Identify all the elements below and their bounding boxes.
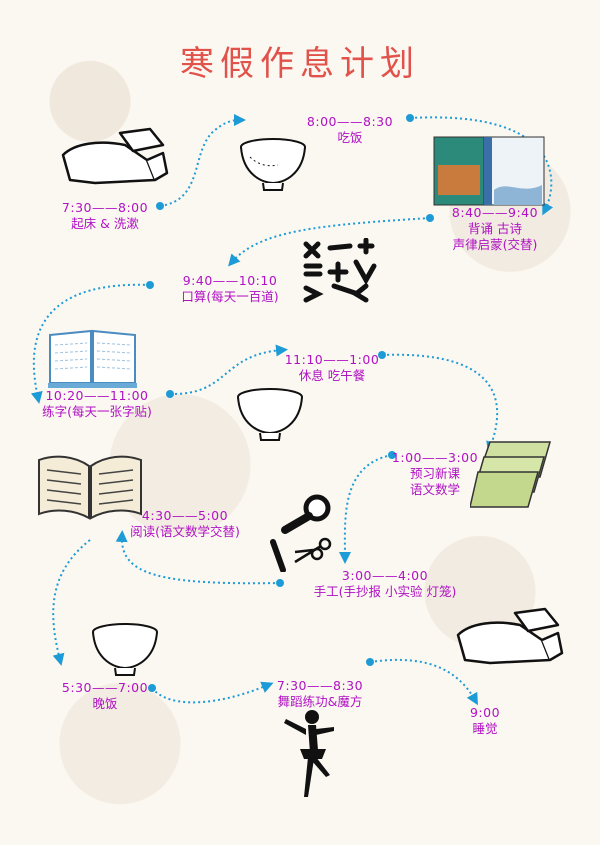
time-label: 5:30——7:00 bbox=[61, 680, 149, 695]
bowl-icon bbox=[237, 388, 303, 441]
activity-label: 口算(每天一百道) bbox=[181, 289, 279, 304]
activity-label: 手工(手抄报 小实验 灯笼) bbox=[313, 584, 457, 599]
activity-label: 背诵 古诗 bbox=[468, 221, 522, 236]
flow-segment bbox=[115, 530, 284, 587]
activity-label: 睡觉 bbox=[472, 721, 498, 736]
activity-label: 休息 吃午餐 bbox=[298, 368, 366, 383]
schedule-item: 8:40——9:40 背诵 古诗 声律启蒙(交替) bbox=[420, 205, 570, 253]
dancer-icon bbox=[284, 710, 334, 797]
bed-icon bbox=[61, 127, 169, 185]
activity-label: 吃饭 bbox=[337, 130, 363, 145]
schedule-item: 5:30——7:00 晚饭 bbox=[45, 680, 165, 712]
time-label: 7:30——8:30 bbox=[276, 678, 364, 693]
time-label: 9:40——10:10 bbox=[182, 273, 278, 288]
time-label: 7:30——8:00 bbox=[61, 200, 149, 215]
time-label: 10:20——11:00 bbox=[45, 388, 149, 403]
activity-label: 练字(每天一张字贴) bbox=[42, 404, 152, 419]
time-label: 4:30——5:00 bbox=[141, 508, 229, 523]
activity-label: 晚饭 bbox=[92, 696, 118, 711]
schedule-item: 11:10——1:00 休息 吃午餐 bbox=[272, 352, 392, 384]
bed-icon bbox=[456, 607, 564, 665]
flow-segment bbox=[52, 539, 91, 666]
books-icon bbox=[433, 136, 545, 206]
schedule-item: 9:40——10:10 口算(每天一百道) bbox=[155, 273, 305, 305]
bowl-icon bbox=[240, 138, 306, 191]
activity-label: 阅读(语文数学交替) bbox=[130, 524, 240, 539]
flow-segment bbox=[30, 281, 154, 404]
textbooks-icon bbox=[470, 441, 551, 508]
activity-label: 预习新课 bbox=[409, 466, 460, 481]
flow-segment bbox=[148, 681, 274, 704]
time-label: 9:00 bbox=[469, 705, 501, 720]
flow-segment bbox=[166, 344, 288, 398]
flow-segment bbox=[338, 451, 396, 564]
schedule-item: 7:30——8:00 起床 & 洗漱 bbox=[45, 200, 165, 232]
schedule-item: 3:00——4:00 手工(手抄报 小实验 灯笼) bbox=[300, 568, 470, 600]
activity-label: 起床 & 洗漱 bbox=[71, 216, 139, 231]
activity-label: 语文数学 bbox=[409, 482, 460, 497]
flow-segment bbox=[228, 214, 434, 267]
flow-segment bbox=[378, 351, 499, 454]
time-label: 1:00——3:00 bbox=[391, 450, 479, 465]
math-symbols-icon bbox=[303, 238, 377, 303]
time-label: 8:00——8:30 bbox=[306, 114, 394, 129]
schedule-item: 4:30——5:00 阅读(语文数学交替) bbox=[110, 508, 260, 540]
flow-segment bbox=[156, 114, 246, 210]
scissors-magnifier-icon bbox=[270, 494, 332, 572]
schedule-item: 8:00——8:30 吃饭 bbox=[290, 114, 410, 146]
time-label: 8:40——9:40 bbox=[451, 205, 539, 220]
time-label: 11:10——1:00 bbox=[284, 352, 380, 367]
schedule-item: 10:20——11:00 练字(每天一张字贴) bbox=[22, 388, 172, 420]
flow-segment bbox=[366, 658, 478, 706]
bowl-icon bbox=[92, 623, 158, 676]
schedule-item: 9:00 睡觉 bbox=[440, 705, 530, 737]
time-label: 3:00——4:00 bbox=[341, 568, 429, 583]
notebook-icon bbox=[48, 329, 137, 388]
schedule-item: 7:30——8:30 舞蹈练功&魔方 bbox=[250, 678, 390, 710]
schedule-item: 1:00——3:00 预习新课 语文数学 bbox=[380, 450, 490, 498]
open-book-icon bbox=[38, 455, 142, 520]
activity-label: 舞蹈练功&魔方 bbox=[277, 694, 363, 709]
activity-label: 声律启蒙(交替) bbox=[452, 237, 538, 252]
page-title: 寒假作息计划 bbox=[180, 44, 420, 84]
